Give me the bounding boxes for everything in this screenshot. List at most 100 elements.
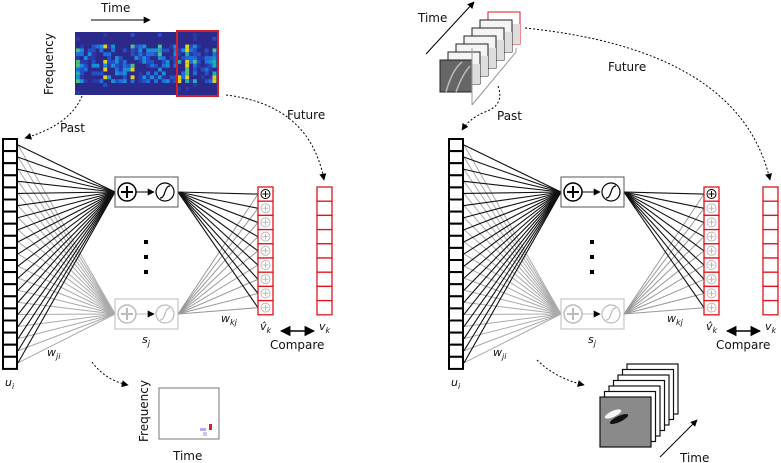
target-output-unit <box>316 285 333 302</box>
spectrogram-cell <box>76 48 80 53</box>
input-unit <box>2 355 18 370</box>
weight-line-active <box>177 191 259 280</box>
spectrogram-cell <box>196 44 201 49</box>
ellipsis-dot <box>590 240 594 244</box>
spectrogram-cell <box>150 48 154 53</box>
spectrogram-cell <box>79 63 84 68</box>
sigmoid-curve <box>159 307 171 321</box>
input-unit <box>2 331 18 346</box>
weight-line-active <box>623 191 705 224</box>
spectrogram-cell <box>76 67 80 72</box>
spectrogram-cell <box>157 56 162 60</box>
spectrogram-cell <box>87 52 92 57</box>
weight-line-active <box>17 168 116 193</box>
future-label: Future <box>608 60 646 74</box>
weight-line-active <box>17 191 116 231</box>
weight-line-inactive <box>463 313 562 352</box>
weight-line-active <box>17 191 116 194</box>
input-unit <box>2 150 18 165</box>
input-unit <box>448 355 464 370</box>
spectrogram-cell <box>118 59 123 64</box>
weight-line-active <box>623 191 705 294</box>
recon-time-label: Time <box>172 449 202 463</box>
weight-line-active <box>17 191 116 267</box>
spectrogram-cell <box>91 71 96 76</box>
past-label: Past <box>60 121 85 135</box>
spectrogram-cell <box>189 59 193 64</box>
ellipsis-dot <box>144 240 148 244</box>
spectrogram-cell <box>76 71 80 76</box>
spectrogram-cell <box>193 52 197 57</box>
spectrogram-cell <box>208 75 213 80</box>
spectrogram-cell <box>177 75 182 80</box>
spectrogram-cell <box>95 71 100 76</box>
weight-line-active <box>623 191 705 195</box>
receptive-field-image <box>158 387 220 440</box>
spectrogram-cell <box>212 79 217 84</box>
spectrogram-cell <box>157 44 162 49</box>
weight-line-active <box>17 191 116 303</box>
target-output-unit <box>316 214 333 231</box>
input-unit <box>2 222 18 237</box>
spectrogram-cell <box>115 79 119 84</box>
spectrogram-cell <box>189 48 193 53</box>
spectrogram-cell <box>146 63 151 68</box>
input-unit <box>448 150 464 165</box>
spectrogram-cell <box>185 56 190 60</box>
ellipsis-dot <box>590 270 594 274</box>
spectrogram-cell <box>154 63 158 68</box>
spectrogram-cell <box>103 83 108 87</box>
spectrogram-cell <box>79 48 84 53</box>
plus-icon <box>567 186 579 198</box>
weight-line-active <box>17 191 116 315</box>
plus-icon <box>708 233 715 240</box>
weight-line-active <box>463 191 562 279</box>
spectrogram-cell <box>146 48 151 53</box>
weight-line-active <box>17 191 116 291</box>
spectrogram-cell <box>181 56 186 60</box>
input-unit <box>448 162 464 177</box>
target-output-unit <box>316 200 333 217</box>
sum-icon <box>260 302 271 313</box>
spectrogram-cell <box>91 56 96 60</box>
spectrogram-cell <box>138 79 143 84</box>
frequency-label: Frequency <box>42 33 56 95</box>
spectrogram-cell <box>130 52 135 57</box>
weight-line-inactive <box>463 313 562 364</box>
future-arrow <box>524 27 772 181</box>
spectrogram-cell <box>115 63 119 68</box>
spectrogram-cell <box>95 63 100 68</box>
spectrogram-cell <box>212 48 217 53</box>
spectrogram-cell <box>196 59 201 64</box>
spectrogram-cell <box>122 75 127 80</box>
spectrogram-cell <box>83 63 88 68</box>
weight-line-inactive <box>623 307 705 315</box>
rf-frame-front <box>599 396 652 448</box>
spectrogram-cell <box>204 71 209 76</box>
spectrogram-cell <box>204 52 209 57</box>
weight-line-active <box>177 191 259 209</box>
hidden-unit-active <box>114 176 179 208</box>
weight-line-active <box>17 191 116 255</box>
weight-line-inactive <box>623 278 705 315</box>
weight-line-active <box>623 191 705 238</box>
weight-line-inactive <box>17 313 116 364</box>
spectrogram-cell <box>169 79 174 84</box>
input-unit <box>2 174 18 189</box>
spectrogram-cell <box>193 71 197 76</box>
spectrogram-cell <box>208 63 213 68</box>
spectrogram-cell <box>122 79 127 84</box>
input-unit <box>448 210 464 225</box>
spectrogram-cell <box>193 59 197 64</box>
weight-line-active <box>17 191 116 279</box>
spectrogram-cell <box>107 52 112 57</box>
spectrogram-cell <box>177 48 182 53</box>
spectrogram-cell <box>107 75 112 80</box>
sum-icon <box>260 231 271 242</box>
spectrogram-cell <box>83 59 88 64</box>
weight-line-active <box>177 191 259 266</box>
spectrogram-cell <box>185 75 190 80</box>
spectrogram-cell <box>115 67 119 72</box>
input-unit <box>448 319 464 334</box>
spectrogram-cell <box>138 48 143 53</box>
